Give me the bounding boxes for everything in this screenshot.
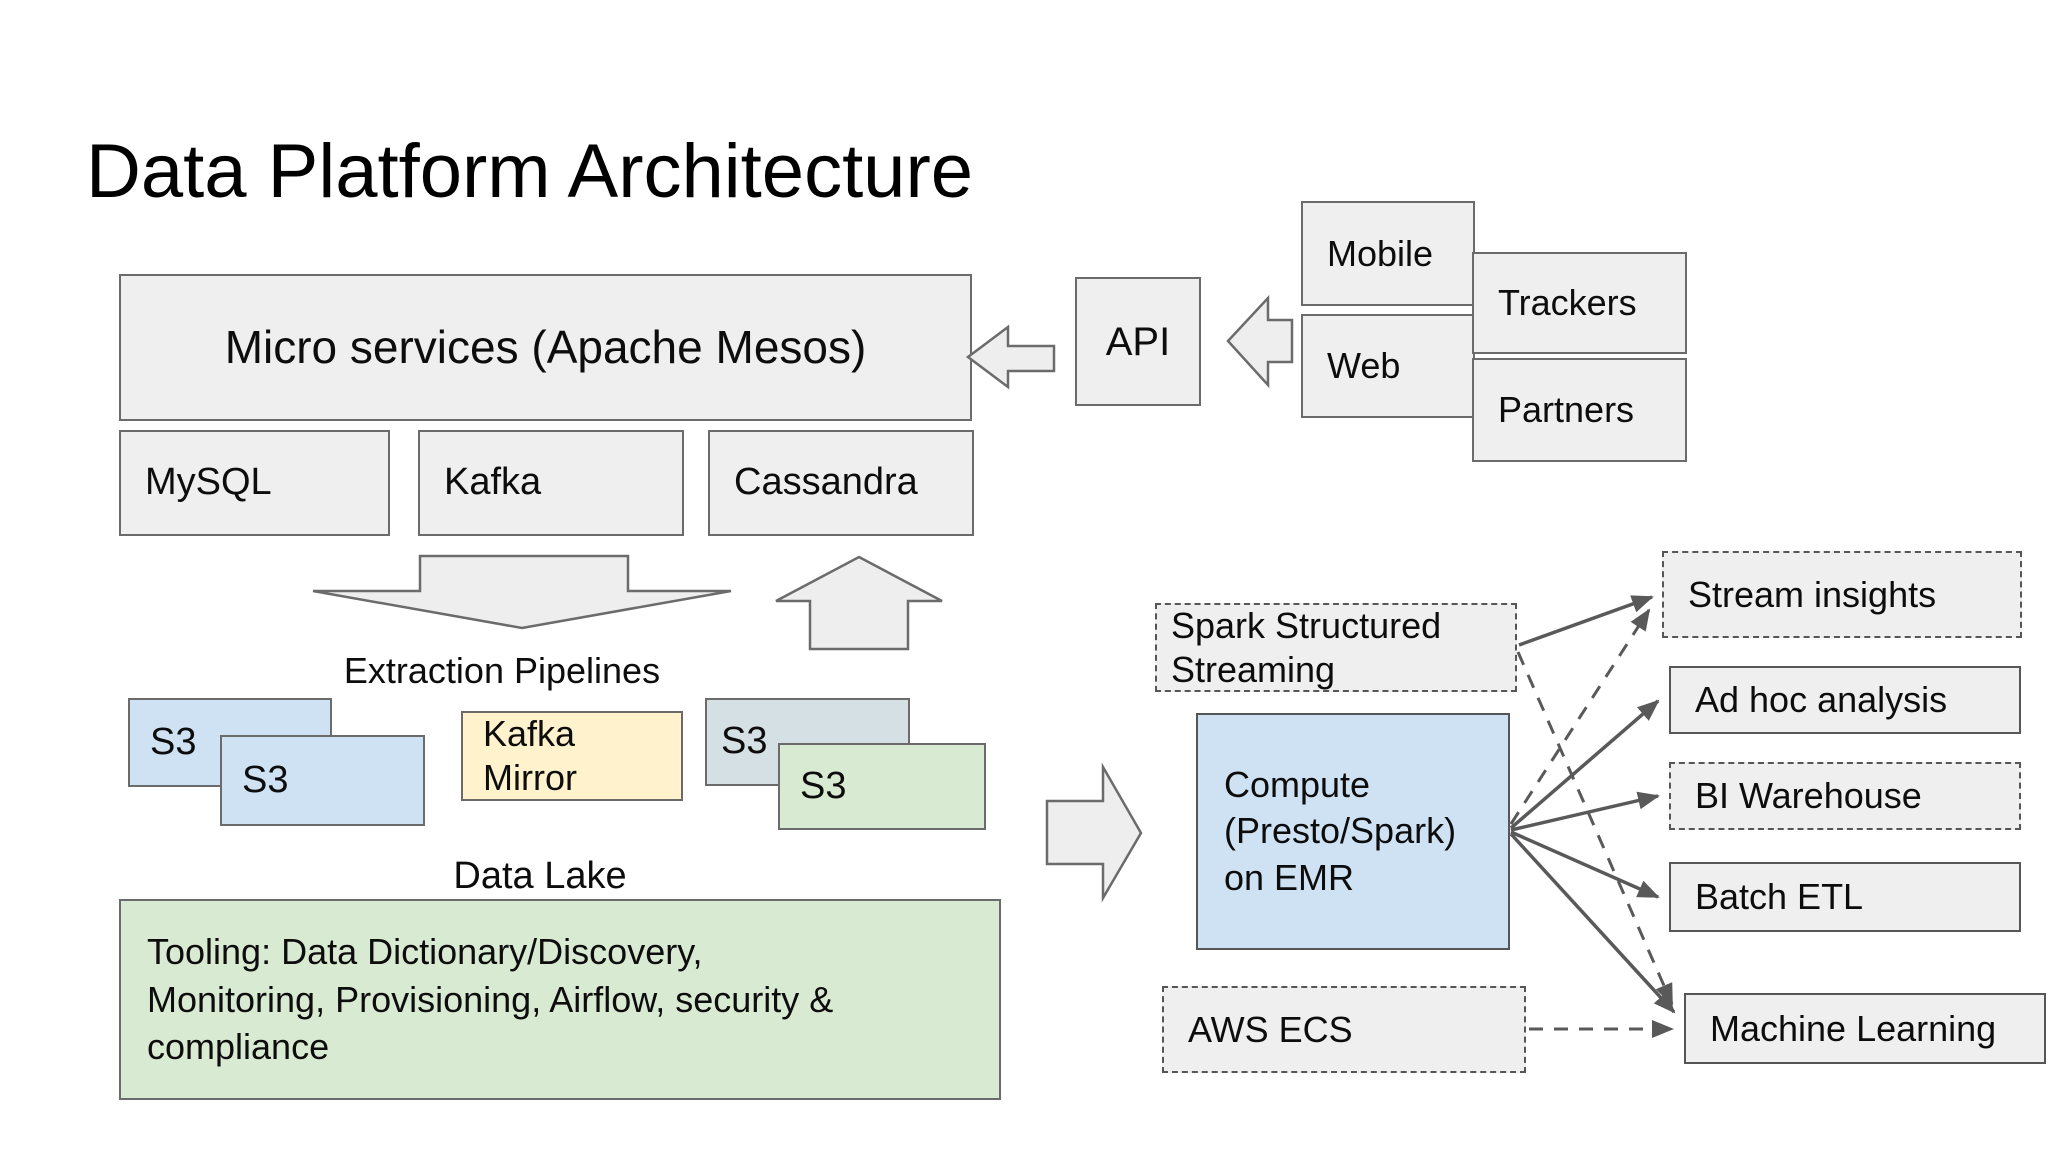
sources-to-api-arrow (1226, 294, 1294, 389)
spark-streaming-line2: Streaming (1171, 648, 1336, 690)
stream-insights-label: Stream insights (1688, 573, 1937, 615)
compute-to-ad-hoc-line (1509, 699, 1660, 830)
s3-label: S3 (800, 764, 847, 807)
mysql-box: MySQL (119, 430, 390, 536)
kafka-mirror-label-line1: Kafka (483, 713, 576, 755)
api-box: API (1075, 277, 1201, 406)
machine-learning-label: Machine Learning (1710, 1007, 1997, 1049)
partners-box: Partners (1472, 358, 1687, 462)
s3-label: S3 (721, 720, 768, 763)
batch-etl-box: Batch ETL (1669, 862, 2021, 932)
page-title: Data Platform Architecture (86, 129, 974, 214)
machine-learning-box: Machine Learning (1684, 993, 2046, 1064)
s3-box-processed-2: S3 (778, 743, 986, 830)
ad-hoc-analysis-label: Ad hoc analysis (1695, 679, 1948, 721)
kafka-label: Kafka (444, 461, 542, 504)
web-label: Web (1327, 345, 1401, 387)
spark-streaming-line1: Spark Structured (1171, 604, 1442, 646)
compute-to-machine-learning-line (1509, 832, 1676, 1014)
data-lake-label: Data Lake (453, 855, 627, 897)
compute-to-batch-etl-line (1510, 830, 1660, 899)
api-to-microservices-arrow (965, 324, 1056, 390)
tooling-line3: compliance (147, 1026, 330, 1068)
tooling-line1: Tooling: Data Dictionary/Discovery, (147, 930, 703, 972)
aws-ecs-box: AWS ECS (1162, 986, 1526, 1073)
stream-insights-box: Stream insights (1662, 551, 2022, 638)
compute-to-bi-warehouse-line (1510, 791, 1660, 832)
flow-right-block-arrow (1045, 762, 1143, 903)
spark-to-machine-learning-dashed-line (1516, 651, 1674, 1006)
cassandra-box: Cassandra (708, 430, 974, 536)
tooling-box: Tooling: Data Dictionary/Discovery, Moni… (119, 899, 1001, 1100)
cassandra-label: Cassandra (734, 461, 918, 504)
api-label: API (1105, 319, 1171, 364)
kafka-box: Kafka (418, 430, 684, 536)
compute-to-stream-insights-dashed-line (1509, 608, 1651, 825)
bi-warehouse-label: BI Warehouse (1695, 775, 1922, 817)
s3-box-raw-2: S3 (220, 735, 425, 826)
compute-line3: on EMR (1224, 856, 1355, 898)
mobile-box: Mobile (1301, 201, 1475, 306)
bi-warehouse-box: BI Warehouse (1669, 762, 2021, 830)
trackers-box: Trackers (1472, 252, 1687, 354)
kafka-mirror-label-line2: Mirror (483, 757, 577, 798)
compute-line1: Compute (1224, 764, 1371, 806)
mysql-label: MySQL (145, 461, 272, 504)
s3-label: S3 (242, 758, 289, 801)
ad-hoc-analysis-box: Ad hoc analysis (1669, 666, 2021, 734)
spark-structured-streaming-box: Spark Structured Streaming (1155, 603, 1517, 692)
flow-down-block-arrow (312, 554, 732, 630)
flow-up-block-arrow (775, 555, 943, 651)
batch-etl-label: Batch ETL (1695, 876, 1864, 918)
trackers-label: Trackers (1498, 282, 1637, 324)
mobile-label: Mobile (1327, 232, 1434, 274)
s3-label: S3 (150, 720, 197, 763)
kafka-mirror-box: Kafka Mirror (461, 711, 683, 801)
extraction-pipelines-label: Extraction Pipelines (343, 650, 661, 691)
aws-ecs-label: AWS ECS (1188, 1008, 1353, 1050)
micro-services-box: Micro services (Apache Mesos) (119, 274, 972, 421)
micro-services-label: Micro services (Apache Mesos) (224, 320, 867, 373)
compute-line2: (Presto/Spark) (1224, 810, 1457, 852)
compute-emr-box: Compute (Presto/Spark) on EMR (1196, 713, 1510, 950)
tooling-line2: Monitoring, Provisioning, Airflow, secur… (147, 978, 834, 1020)
spark-to-stream-insights-line (1518, 595, 1654, 647)
web-box: Web (1301, 314, 1475, 418)
partners-label: Partners (1498, 389, 1635, 431)
